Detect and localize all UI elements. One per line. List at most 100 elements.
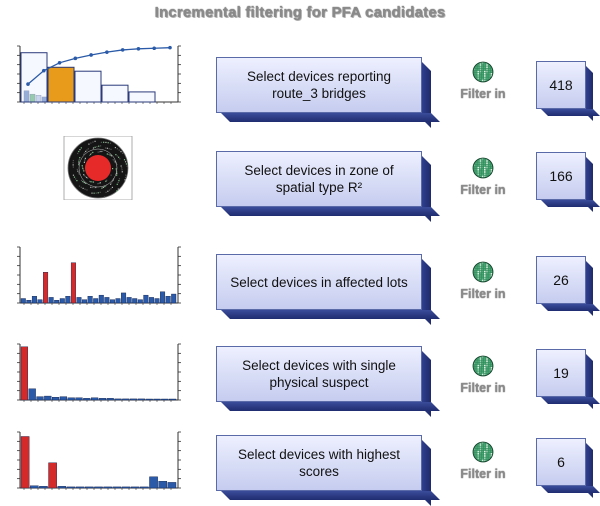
wafer-icon-die <box>490 364 493 367</box>
wafer-icon-die <box>484 364 486 367</box>
wafer-icon-die <box>488 178 490 179</box>
wafer-die <box>126 165 128 167</box>
wafer-icon <box>472 261 494 283</box>
histogram-bar <box>28 388 36 401</box>
wafer-icon-die <box>479 64 482 66</box>
wafer-icon-die <box>488 164 490 167</box>
filter-in-label: Filter in <box>460 87 506 101</box>
wafer-icon-die <box>481 459 484 462</box>
wafer-icon-die <box>479 73 482 75</box>
wafer-icon-die <box>490 262 493 264</box>
wafer-die <box>123 159 126 161</box>
device-count: 418 <box>536 61 586 109</box>
wafer-die <box>89 154 91 156</box>
wafer-die <box>104 147 107 149</box>
wafer-icon-die <box>490 171 493 173</box>
count-2: 166 <box>536 152 600 212</box>
wafer-die <box>104 185 106 188</box>
wafer-icon-die <box>493 262 494 264</box>
wafer-icon-die <box>477 277 479 279</box>
wafer-icon-die <box>475 266 477 268</box>
histogram-bar <box>75 397 83 401</box>
wafer-icon-die <box>473 62 475 64</box>
wafer-icon-die <box>491 462 493 463</box>
wafer-icon-die <box>493 369 494 371</box>
wafer-icon-die <box>479 173 482 175</box>
wafer-icon-die <box>473 367 475 369</box>
wafer-icon-die <box>490 62 493 64</box>
wafer-die <box>124 176 127 179</box>
histogram-bar <box>76 297 82 304</box>
wafer-icon-die <box>479 270 482 273</box>
wafer-icon-die <box>490 442 493 444</box>
wafer-icon-die <box>475 453 477 455</box>
wafer-icon-die <box>479 367 482 369</box>
wafer-die <box>79 157 81 159</box>
wafer-icon-die <box>484 371 486 373</box>
wafer-die <box>101 150 104 152</box>
wafer-icon-die <box>475 62 477 64</box>
wafer-icon-die <box>479 79 482 82</box>
wafer-icon-die <box>488 367 490 369</box>
wafer-icon-die <box>479 364 482 367</box>
wafer-die <box>85 182 87 184</box>
wafer-icon-edge <box>472 355 494 377</box>
zone-center <box>85 155 111 181</box>
wafer-icon-die <box>490 453 493 455</box>
wafer-icon-die <box>473 362 475 365</box>
wafer-icon-die <box>488 462 490 463</box>
wafer-die <box>87 148 89 150</box>
wafer-icon-die <box>481 262 484 264</box>
wafer-icon-die <box>493 160 494 162</box>
histogram-bar <box>171 293 177 304</box>
filter-in-label: Filter in <box>460 381 506 395</box>
wafer-icon-die <box>490 279 493 282</box>
cumulative-point <box>168 45 172 50</box>
wafer-icon-die <box>490 459 493 462</box>
wafer-icon-die <box>473 273 475 275</box>
wafer-die <box>86 189 88 191</box>
wafer-icon-die <box>477 160 479 162</box>
wafer-icon-die <box>488 448 490 451</box>
wafer-icon-die <box>479 453 482 455</box>
wafer-die <box>78 150 80 153</box>
wafer-icon-die <box>477 66 479 68</box>
wafer-icon-die <box>475 275 477 277</box>
wafer-icon-die <box>473 166 475 169</box>
wafer-icon-die <box>479 160 482 162</box>
wafer-icon-die <box>488 275 490 277</box>
wafer-icon-die <box>477 450 479 453</box>
wafer-die <box>105 141 107 144</box>
wafer-icon-die <box>484 169 486 171</box>
filter-step-4: Select devices with single physical susp… <box>216 346 440 417</box>
wafer-icon-die <box>473 270 475 273</box>
wafer-icon-die <box>475 171 477 173</box>
wafer-icon-die <box>479 266 482 268</box>
wafer-icon-die <box>491 282 493 283</box>
wafer-die <box>92 147 95 149</box>
wafer-icon-die <box>486 453 488 455</box>
wafer-icon-die <box>488 264 490 266</box>
wafer-die <box>96 146 98 148</box>
wafer-die <box>84 188 86 190</box>
wafer-icon-die <box>473 82 475 83</box>
wafer-icon-die <box>473 268 475 271</box>
thumbnail-lot-histogram <box>12 243 184 307</box>
histogram-bar <box>59 396 68 401</box>
wafer-icon-die <box>479 448 482 451</box>
wafer-icon-die <box>488 160 490 162</box>
wafer-icon-die <box>486 64 488 66</box>
wafer-die <box>72 164 74 166</box>
cumulative-point <box>57 61 62 65</box>
wafer-icon-die <box>473 376 475 377</box>
wafer-icon-die <box>486 173 488 175</box>
cumulative-point <box>26 82 30 86</box>
wafer-die <box>109 142 112 144</box>
wafer-die <box>103 141 105 143</box>
wafer-die <box>121 167 123 169</box>
wafer-icon-die <box>481 270 484 273</box>
wafer-icon-die <box>477 162 479 164</box>
wafer-icon-die <box>488 82 490 83</box>
wafer-icon-die <box>475 455 477 457</box>
wafer-icon-die <box>493 460 494 462</box>
